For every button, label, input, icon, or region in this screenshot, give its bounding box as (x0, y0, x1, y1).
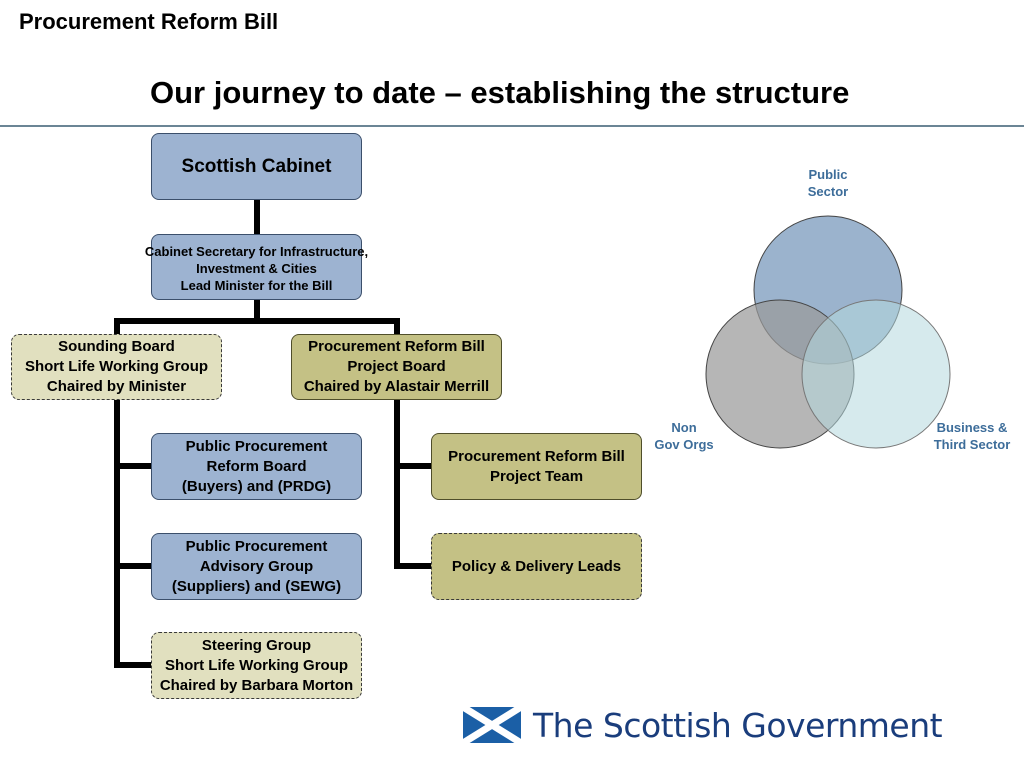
cabinet-secretary-line-1: Cabinet Secretary for Infrastructure, (144, 244, 369, 259)
venn-label-business-third-sector: Business & Third Sector (933, 420, 1011, 452)
steering-group-line-3: Chaired by Barbara Morton (159, 676, 354, 694)
cabinet-secretary-line-2: Investment & Cities (196, 261, 317, 276)
project-team-line-1: Procurement Reform Bill (448, 447, 625, 465)
saltire-flag-icon (463, 707, 521, 743)
advisory-group-line-1: Public Procurement (185, 537, 328, 555)
cabinet-secretary-line-3: Lead Minister for the Bill (180, 278, 333, 293)
steering-group-line-2: Short Life Working Group (164, 656, 349, 674)
logo-text: The Scottish Government (533, 705, 943, 745)
header-title: Procurement Reform Bill (19, 9, 279, 34)
cabinet-secretary-box: Cabinet Secretary for Infrastructure, In… (145, 234, 368, 300)
sounding-board-line-3: Chaired by Minister (46, 378, 187, 395)
project-board-line-2: Project Board (347, 358, 446, 375)
project-board-line-3: Chaired by Alastair Merrill (303, 378, 490, 395)
sounding-board-line-1: Sounding Board (58, 338, 175, 355)
reform-board-line-2: Reform Board (206, 457, 307, 475)
scottish-cabinet-label: Scottish Cabinet (181, 155, 332, 177)
page-title: Our journey to date – establishing the s… (150, 75, 850, 110)
reform-board-line-3: (Buyers) and (PRDG) (181, 477, 332, 495)
project-team-line-2: Project Team (489, 467, 584, 485)
project-board-box: Procurement Reform Bill Project Board Ch… (291, 334, 502, 400)
reform-board-line-1: Public Procurement (185, 437, 328, 455)
steering-group-line-1: Steering Group (201, 636, 312, 654)
policy-leads-box: Policy & Delivery Leads (431, 533, 642, 600)
title-divider (0, 125, 1024, 127)
project-board-line-1: Procurement Reform Bill (308, 338, 485, 355)
scottish-cabinet-box: Scottish Cabinet (151, 133, 362, 200)
reform-board-box: Public Procurement Reform Board (Buyers)… (151, 433, 362, 500)
scottish-government-logo: The Scottish Government (463, 700, 943, 750)
advisory-group-line-3: (Suppliers) and (SEWG) (171, 577, 342, 595)
venn-label-non-gov-orgs: Non Gov Orgs (654, 420, 714, 452)
venn-label-public-sector: Public Sector (807, 167, 849, 199)
policy-leads-label: Policy & Delivery Leads (451, 557, 622, 575)
venn-circle-business-third-sector (801, 299, 951, 449)
sounding-board-line-2: Short Life Working Group (24, 358, 209, 375)
project-team-box: Procurement Reform Bill Project Team (431, 433, 642, 500)
sounding-board-box: Sounding Board Short Life Working Group … (11, 334, 222, 400)
stakeholder-venn-diagram (705, 215, 951, 449)
advisory-group-line-2: Advisory Group (199, 557, 314, 575)
steering-group-box: Steering Group Short Life Working Group … (151, 632, 362, 699)
advisory-group-box: Public Procurement Advisory Group (Suppl… (151, 533, 362, 600)
